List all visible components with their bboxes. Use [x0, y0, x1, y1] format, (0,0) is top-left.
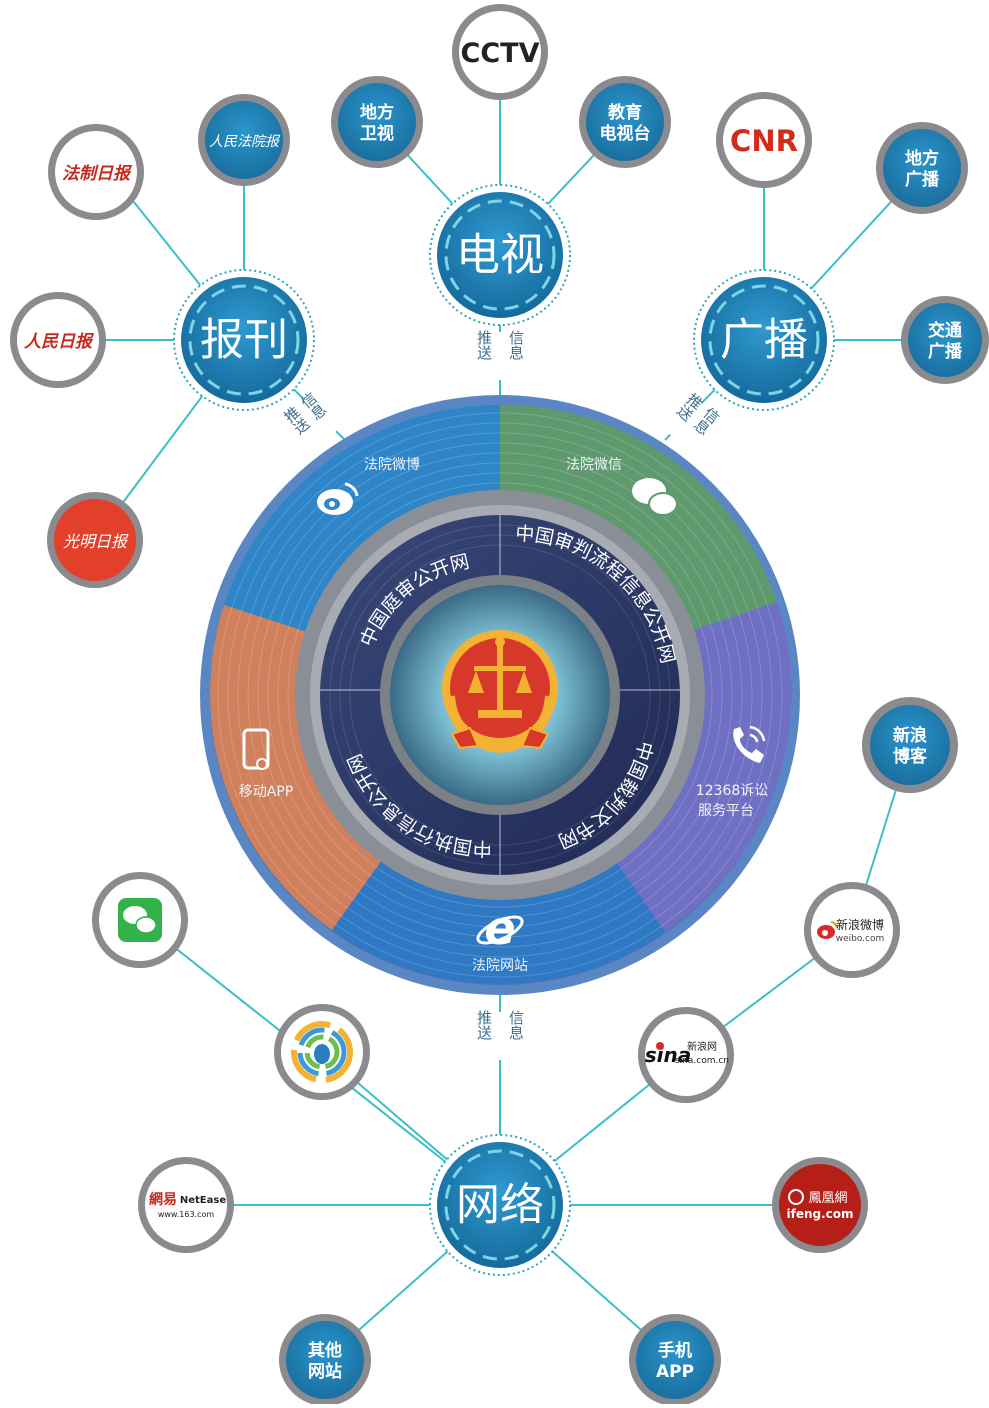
local-tv-line1: 地方 [360, 102, 394, 123]
local-radio-line2: 广播 [905, 169, 940, 190]
netease-en-text: NetEase [180, 1195, 226, 1206]
push-info-radio: 推送 信息 [655, 388, 724, 456]
node-local-radio[interactable]: 地方 广播 [876, 122, 968, 214]
node-sina-weibo[interactable]: 新浪微博 weibo.com [804, 882, 900, 978]
cctv-logo-text: CCTV [461, 38, 540, 69]
weibo-cn-text: 新浪微博 [836, 917, 884, 932]
node-netease[interactable]: 網易 NetEase www.163.com [138, 1157, 234, 1253]
weibo-label: 法院微博 [364, 456, 420, 473]
hub-internet[interactable]: 网络 [429, 1134, 571, 1276]
traffic-radio-line2: 广播 [928, 341, 963, 362]
node-cnr[interactable]: CNR [716, 92, 812, 188]
sina-eye-icon [656, 1042, 664, 1050]
sina-cn-text: 新浪网 [687, 1040, 717, 1053]
wechat-item[interactable]: 法院微信 [566, 457, 678, 516]
node-peoples-daily[interactable]: 人民日报 [10, 292, 106, 388]
peoples-court-daily-logo: 人民法院报 [209, 134, 281, 150]
node-traffic-radio[interactable]: 交通 广播 [901, 296, 989, 384]
netease-cn-text: 網易 [149, 1191, 177, 1208]
legal-daily-logo: 法制日报 [62, 164, 133, 184]
hub-tv[interactable]: 电视 [429, 184, 571, 326]
ifeng-url-text: ifeng.com [786, 1207, 853, 1221]
website-label: 法院网站 [472, 958, 528, 974]
court-emblem-icon [442, 630, 558, 754]
app-item[interactable]: 移动APP [239, 728, 293, 800]
weibo-url-text: weibo.com [836, 934, 885, 944]
node-local-tv[interactable]: 地方 卫视 [331, 76, 423, 168]
ifeng-logo-icon [788, 1189, 804, 1205]
hub-internet-label: 网络 [456, 1180, 544, 1231]
phone-icon [242, 728, 270, 770]
ifeng-cn-text: 鳳凰網 [808, 1191, 847, 1206]
sina-blog-line2: 博客 [893, 746, 928, 767]
local-tv-line2: 卫视 [360, 123, 394, 144]
cnr-logo-text: CNR [730, 124, 798, 158]
push-info-newspaper: 推送 信息 [277, 389, 346, 457]
info-text-tv: 信息 [507, 330, 525, 360]
peoples-daily-logo: 人民日报 [24, 332, 95, 352]
node-wechat[interactable] [92, 872, 188, 968]
traffic-radio-line1: 交通 [928, 320, 962, 341]
telephone-icon [733, 725, 766, 763]
guangming-daily-logo: 光明日报 [63, 532, 129, 551]
push-info-internet: 推送 信息 [470, 1010, 530, 1060]
netease-url-text: www.163.com [158, 1210, 215, 1219]
weibo-logo-icon [817, 921, 838, 939]
hub-radio[interactable]: 广播 [693, 269, 835, 411]
node-tencent[interactable] [274, 1004, 370, 1100]
app-label: 移动APP [239, 784, 293, 800]
node-sina-blog[interactable]: 新浪 博客 [862, 697, 958, 793]
node-edu-tv[interactable]: 教育 电视台 [579, 76, 671, 168]
node-mobile-app[interactable]: 手机 APP [629, 1314, 721, 1406]
other-sites-line1: 其他 [308, 1340, 342, 1361]
push-text-tv: 推送 [475, 330, 493, 361]
sina-blog-line1: 新浪 [893, 725, 927, 746]
node-guangming-daily[interactable]: 光明日报 [47, 492, 143, 588]
node-legal-daily[interactable]: 法制日报 [48, 124, 144, 220]
hub-radio-label: 广播 [720, 315, 808, 366]
sina-url-text: sina.com.cn [675, 1056, 729, 1066]
other-sites-line2: 网站 [308, 1361, 342, 1382]
hub-newspaper-label: 报刊 [200, 315, 288, 366]
tencent-news-icon [291, 1021, 353, 1083]
node-cctv[interactable]: CCTV [452, 4, 548, 100]
node-peoples-court-daily[interactable]: 人民法院报 [198, 94, 290, 186]
hotline-item[interactable]: 12368诉讼 服务平台 [696, 725, 769, 819]
node-other-sites[interactable]: 其他 网站 [279, 1314, 371, 1406]
mobile-app-line1: 手机 [658, 1340, 692, 1361]
weibo-item[interactable]: 法院微博 [317, 456, 420, 515]
push-info-tv: 推送 信息 [470, 330, 530, 380]
hub-newspaper[interactable]: 报刊 [173, 269, 315, 411]
weibo-icon [317, 482, 359, 515]
edu-tv-line2: 电视台 [600, 123, 651, 144]
push-text-internet: 推送 [475, 1010, 493, 1041]
info-text-internet: 信息 [507, 1010, 525, 1040]
edu-tv-line1: 教育 [607, 102, 642, 123]
wechat-icon [632, 478, 678, 516]
ie-browser-icon: e [476, 901, 524, 955]
hub-tv-label: 电视 [456, 230, 544, 281]
website-item[interactable]: e 法院网站 [472, 901, 528, 974]
sina-logo-text: sina [645, 1043, 692, 1067]
local-radio-line1: 地方 [905, 148, 939, 169]
hotline-label-line1: 12368诉讼 [696, 783, 769, 799]
mobile-app-line2: APP [656, 1362, 694, 1382]
svg-text:e: e [484, 901, 515, 955]
wechat-label: 法院微信 [566, 457, 622, 473]
node-sina[interactable]: sina 新浪网 sina.com.cn [638, 1007, 734, 1103]
node-ifeng[interactable]: 鳳凰網 ifeng.com [772, 1157, 868, 1253]
hotline-label-line2: 服务平台 [698, 803, 754, 819]
